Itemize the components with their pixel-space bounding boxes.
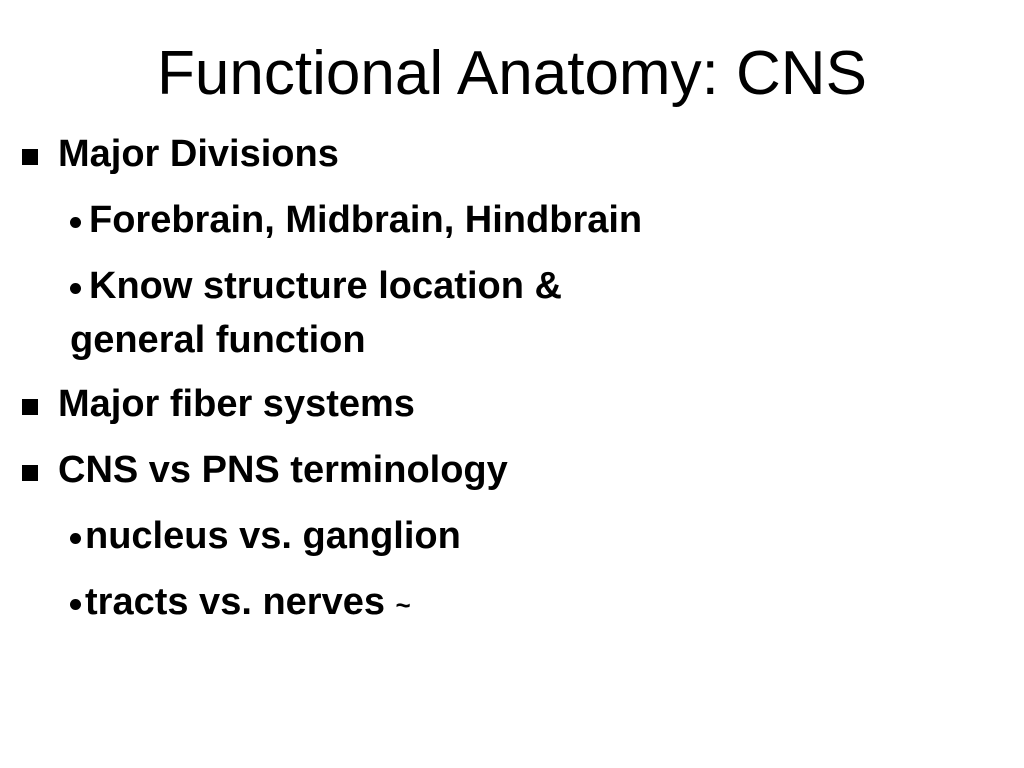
bullet-text: Major Divisions bbox=[58, 133, 339, 175]
slide-body: Major Divisions Forebrain, Midbrain, Hin… bbox=[0, 126, 1024, 643]
sub-bullet-know-structure: Know structure location & general functi… bbox=[0, 258, 1024, 366]
bullet-text: CNS vs PNS terminology bbox=[58, 449, 508, 491]
bullet-major-fiber-systems: Major fiber systems bbox=[0, 376, 1024, 432]
sub-bullet-text: nucleus vs. ganglion bbox=[85, 515, 461, 557]
round-bullet-icon bbox=[70, 217, 81, 228]
square-bullet-icon bbox=[22, 465, 38, 481]
sub-bullet-text: tracts vs. nerves bbox=[85, 581, 385, 623]
sub-bullet-tracts-nerves: tracts vs. nerves ~ bbox=[0, 574, 1024, 633]
round-bullet-icon bbox=[70, 283, 81, 294]
sub-bullet-text-line1: Know structure location & bbox=[89, 265, 562, 307]
square-bullet-icon bbox=[22, 149, 38, 165]
sub-bullet-text: Forebrain, Midbrain, Hindbrain bbox=[89, 199, 643, 241]
sub-bullet-nucleus-ganglion: nucleus vs. ganglion bbox=[0, 508, 1024, 564]
round-bullet-icon bbox=[70, 599, 81, 610]
sub-bullet-brain-divisions: Forebrain, Midbrain, Hindbrain bbox=[0, 192, 1024, 248]
round-bullet-icon bbox=[70, 533, 81, 544]
slide-title: Functional Anatomy: CNS bbox=[157, 39, 867, 108]
sub-bullet-text-line2: general function bbox=[70, 319, 366, 361]
tilde-mark: ~ bbox=[395, 590, 411, 620]
square-bullet-icon bbox=[22, 399, 38, 415]
bullet-major-divisions: Major Divisions bbox=[0, 126, 1024, 182]
bullet-text: Major fiber systems bbox=[58, 383, 415, 425]
bullet-cns-vs-pns: CNS vs PNS terminology bbox=[0, 442, 1024, 498]
